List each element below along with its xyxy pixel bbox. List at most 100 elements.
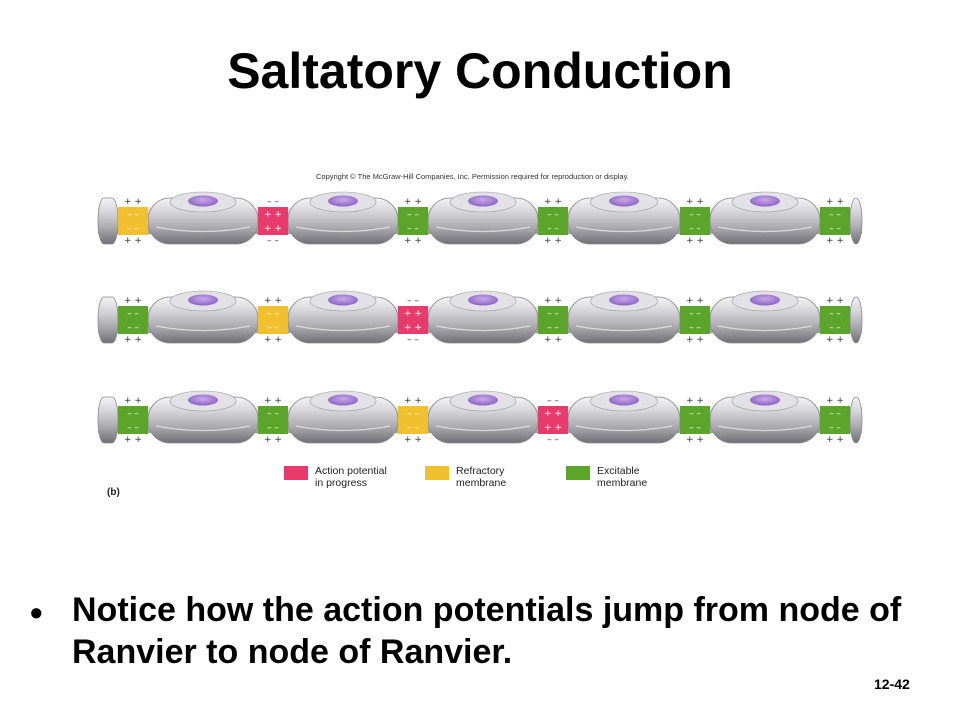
node-of-ranvier-excitable: – –– –+ ++ + xyxy=(820,296,850,345)
myelin-sheath xyxy=(849,197,863,245)
myelin-sheath xyxy=(849,296,863,344)
membrane-charge-inner: – – xyxy=(689,224,701,234)
membrane-charge-inner: – – xyxy=(689,210,701,220)
membrane-charge-inner: – – xyxy=(407,423,419,433)
schwann-nucleus xyxy=(609,195,639,207)
membrane-charge-outer: + + xyxy=(826,236,844,246)
membrane-charge-outer: + + xyxy=(544,296,562,306)
membrane-charge-outer: + + xyxy=(404,396,422,406)
membrane-charge-outer: + + xyxy=(124,197,142,207)
myelin-sheath xyxy=(567,290,681,344)
myelin-sheath xyxy=(709,390,821,444)
node-of-ranvier-refractory: – –– –+ ++ + xyxy=(398,396,428,445)
membrane-charge-inner: – – xyxy=(127,423,139,433)
membrane-charge-inner: – – xyxy=(547,210,559,220)
node-of-ranvier-excitable: – –– –+ ++ + xyxy=(398,197,428,246)
membrane-charge-outer: – – xyxy=(267,236,279,246)
node-of-ranvier-excitable: – –– –+ ++ + xyxy=(680,296,710,345)
schwann-nucleus xyxy=(609,294,639,306)
node-of-ranvier-refractory: – –– –+ ++ + xyxy=(118,197,148,246)
membrane-charge-outer: + + xyxy=(686,335,704,345)
membrane-charge-outer: + + xyxy=(124,335,142,345)
node-of-ranvier-excitable: – –– –+ ++ + xyxy=(258,396,288,445)
membrane-charge-outer: + + xyxy=(826,435,844,445)
slide-title: Saltatory Conduction xyxy=(227,43,733,99)
schwann-nucleus xyxy=(328,294,358,306)
node-of-ranvier-excitable: – –– –+ ++ + xyxy=(118,296,148,345)
membrane-charge-inner: – – xyxy=(267,309,279,319)
axon-row-2: – –– –+ ++ +– –– –+ ++ ++ ++ +– –– –– ––… xyxy=(97,290,863,345)
legend-label-line: Excitable xyxy=(597,465,640,477)
myelin-sheath xyxy=(287,390,399,444)
membrane-charge-inner: – – xyxy=(829,423,841,433)
schwann-nucleus xyxy=(468,195,498,207)
membrane-charge-inner: – – xyxy=(547,323,559,333)
membrane-charge-outer: – – xyxy=(547,435,559,445)
legend-label-line: membrane xyxy=(456,477,507,489)
membrane-charge-outer: + + xyxy=(826,396,844,406)
membrane-charge-outer: + + xyxy=(686,197,704,207)
membrane-charge-outer: + + xyxy=(826,197,844,207)
node-of-ranvier-excitable: – – – – + + + + xyxy=(820,197,850,246)
bullet-text: Notice how the action potentials jump fr… xyxy=(72,591,902,671)
myelin-sheath xyxy=(97,296,119,344)
legend-swatch xyxy=(425,466,449,480)
axon-row-1: – –– –+ ++ ++ ++ +– –– –– –– –+ ++ +– ––… xyxy=(97,191,863,246)
node-of-ranvier-active: + ++ +– –– – xyxy=(538,396,568,445)
membrane-charge-inner: – – xyxy=(127,409,139,419)
membrane-charge-inner: + + xyxy=(264,210,282,220)
membrane-charge-inner: – – xyxy=(407,224,419,234)
myelin-sheath xyxy=(567,390,681,444)
membrane-charge-inner: – – xyxy=(407,210,419,220)
membrane-charge-inner: + + xyxy=(544,423,562,433)
schwann-nucleus xyxy=(750,394,780,406)
membrane-charge-inner: – – xyxy=(127,210,139,220)
figure-label: (b) xyxy=(107,487,120,498)
membrane-charge-inner: – – xyxy=(829,224,841,234)
membrane-charge-inner: + + xyxy=(404,323,422,333)
myelin-sheath xyxy=(709,290,821,344)
node-of-ranvier-excitable: – –– –+ ++ + xyxy=(538,197,568,246)
membrane-charge-inner: – – xyxy=(689,309,701,319)
myelin-sheath xyxy=(427,290,539,344)
schwann-nucleus xyxy=(328,195,358,207)
node-of-ranvier-refractory: – –– –+ ++ + xyxy=(258,296,288,345)
membrane-charge-inner: – – xyxy=(689,409,701,419)
myelin-sheath xyxy=(97,197,119,245)
myelin-sheath xyxy=(567,191,681,245)
schwann-nucleus xyxy=(188,195,218,207)
schwann-nucleus xyxy=(188,394,218,406)
schwann-nucleus xyxy=(750,195,780,207)
membrane-charge-outer: + + xyxy=(404,236,422,246)
myelin-sheath xyxy=(97,396,119,444)
membrane-charge-inner: – – xyxy=(829,210,841,220)
membrane-charge-inner: – – xyxy=(829,323,841,333)
membrane-charge-outer: + + xyxy=(686,435,704,445)
myelin-sheath xyxy=(147,290,259,344)
bullet-symbol: • xyxy=(30,592,43,633)
membrane-charge-outer: + + xyxy=(404,435,422,445)
membrane-charge-inner: – – xyxy=(127,224,139,234)
membrane-charge-outer: + + xyxy=(544,236,562,246)
schwann-nucleus xyxy=(328,394,358,406)
legend-swatch xyxy=(284,466,308,480)
membrane-charge-outer: + + xyxy=(544,335,562,345)
membrane-charge-outer: + + xyxy=(124,435,142,445)
legend-label-line: in progress xyxy=(315,477,367,489)
membrane-charge-outer: + + xyxy=(686,236,704,246)
schwann-nucleus xyxy=(468,394,498,406)
membrane-charge-outer: – – xyxy=(407,335,419,345)
membrane-charge-outer: + + xyxy=(264,335,282,345)
membrane-charge-outer: – – xyxy=(407,296,419,306)
membrane-charge-inner: + + xyxy=(404,309,422,319)
legend-label-line: membrane xyxy=(597,477,648,489)
membrane-charge-outer: + + xyxy=(686,396,704,406)
myelin-sheath xyxy=(709,191,821,245)
node-of-ranvier-active: + + + + – – – – xyxy=(398,296,428,345)
axon-row-3: – –– –+ ++ +– –– –+ ++ +– –– –+ ++ ++ ++… xyxy=(97,390,863,445)
